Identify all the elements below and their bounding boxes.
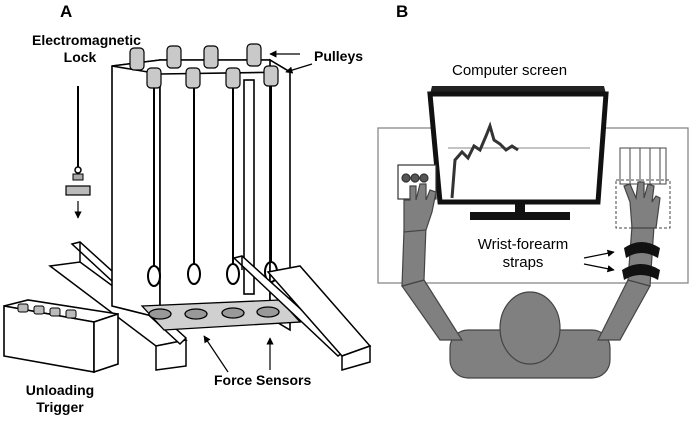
electromagnetic-lock	[65, 86, 91, 219]
panel-b-setup	[377, 86, 689, 379]
strap-arrows	[583, 249, 615, 273]
label-electromagnetic-lock: Electromagnetic Lock	[32, 32, 141, 65]
unloading-trigger	[3, 299, 119, 374]
right-rail	[232, 255, 372, 371]
panel-a-apparatus	[3, 43, 372, 374]
tower-frame	[111, 58, 293, 332]
computer-screen	[427, 86, 609, 220]
person	[401, 181, 661, 379]
annotation-arrows	[203, 50, 313, 373]
strings	[147, 86, 278, 287]
panel-letter-a: A	[60, 2, 73, 21]
force-sensor-plate	[140, 299, 302, 331]
label-wrist-forearm-straps: Wrist-forearm straps	[477, 236, 569, 271]
panel-letter-b: B	[396, 2, 409, 21]
label-pulleys: Pulleys	[314, 48, 364, 64]
pulleys	[129, 43, 279, 89]
label-unloading-trigger: Unloading Trigger	[25, 382, 95, 415]
label-force-sensors: Force Sensors	[214, 372, 312, 388]
wrist-forearm-straps	[622, 242, 660, 280]
label-computer-screen: Computer screen	[452, 62, 568, 79]
right-mini-apparatus	[615, 147, 671, 229]
